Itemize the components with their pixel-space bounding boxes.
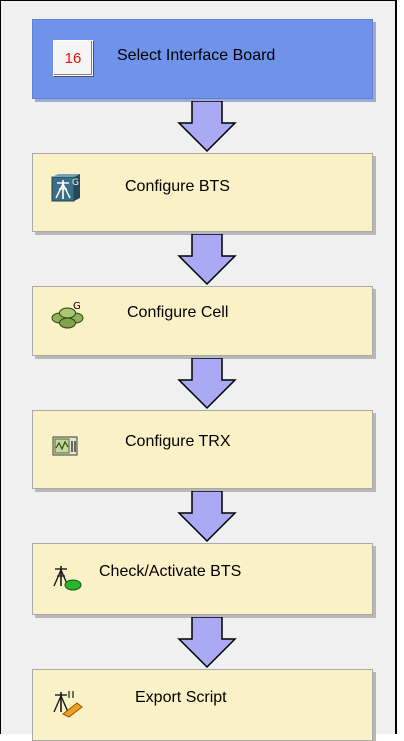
- flow-arrow-down-icon: [177, 101, 237, 153]
- svg-text:G: G: [73, 301, 81, 312]
- step-label: Export Script: [135, 689, 227, 706]
- step-label: Configure Cell: [127, 304, 229, 321]
- flow-arrow-down-icon: [177, 234, 237, 286]
- flow-arrow-down-icon: [177, 358, 237, 410]
- step-label: Configure BTS: [125, 178, 230, 195]
- flow-arrow-down-icon: [177, 491, 237, 543]
- step-select-interface-board[interactable]: 16 Select Interface Board: [32, 19, 373, 99]
- cell-icon: G: [51, 301, 84, 329]
- check-activate-icon: [53, 566, 82, 591]
- export-script-icon: [53, 691, 83, 718]
- step-label: Check/Activate BTS: [99, 563, 242, 580]
- step-configure-trx[interactable]: Configure TRX: [32, 410, 373, 489]
- trx-icon: [52, 436, 78, 456]
- step-configure-cell[interactable]: G Configure Cell: [32, 286, 373, 356]
- svg-text:G: G: [72, 178, 79, 188]
- step-label: Configure TRX: [125, 433, 231, 450]
- step-label: Select Interface Board: [117, 47, 276, 64]
- step-check-activate-bts[interactable]: Check/Activate BTS: [32, 543, 373, 615]
- flow-arrow-down-icon: [177, 617, 237, 669]
- bts-tower-icon: G: [51, 174, 80, 202]
- interface-board-number-badge: 16: [53, 40, 93, 76]
- step-export-script[interactable]: Export Script: [32, 669, 373, 741]
- step-configure-bts[interactable]: G Configure BTS: [32, 153, 373, 232]
